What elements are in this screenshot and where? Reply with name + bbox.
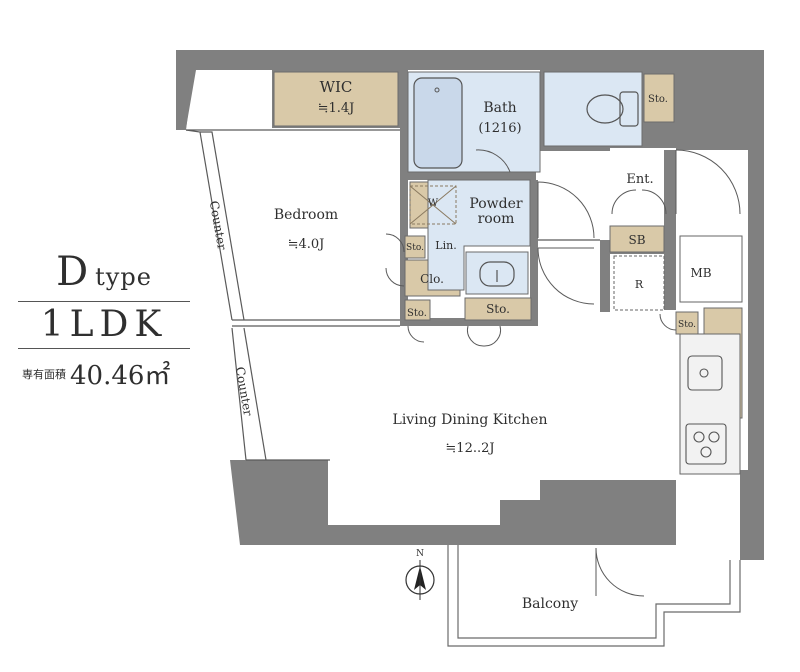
bathtub [413,77,463,169]
sto-powder-label: Sto. [486,302,510,316]
wic-size: ≒1.4J [318,101,355,116]
layout-type: 1LDK [40,304,168,345]
type-suffix: type [95,263,152,291]
sto-small-label: Sto. [406,243,424,253]
bedroom-size: ≒4.0J [288,237,325,252]
kitchen-counter [679,333,741,475]
ldk-label: Living Dining Kitchen [393,412,548,428]
mb-label: MB [690,266,711,280]
interior-lines [185,129,600,461]
bedroom-label: Bedroom [274,207,338,223]
washbasin-icon [479,261,515,287]
lin-label: Lin. [435,239,456,252]
stove-icon [685,423,727,465]
fridge-label: R [635,278,644,291]
sto-bedroom-label: Sto. [407,308,427,319]
fridge-space [613,255,665,311]
sb-label: SB [628,233,645,247]
balcony-outline [447,545,741,647]
floor-area-label: 専有面積 [22,367,66,381]
title-divider-bottom [18,348,190,349]
kitchen-sink-icon [687,355,723,391]
ldk-size: ≒12..2J [445,441,494,456]
bath-label: Bath [483,100,516,116]
floor-area: 専有面積 40.46㎡ [22,355,170,392]
sto-kitchen-label: Sto. [678,320,696,330]
type-letter: D [56,249,90,295]
powder-room-label-1: Powder [469,196,523,212]
north-label: N [416,549,424,559]
entrance-label: Ent. [626,172,653,187]
floor-area-value: 40.46㎡ [70,361,171,391]
bath-size: (1216) [478,121,521,136]
door-swings [385,149,741,597]
clo-label: Clo. [420,272,444,286]
title-divider-top [18,301,190,302]
balcony-label: Balcony [522,596,578,612]
counter-upper-label: Counter [207,200,229,251]
sto-toilet-label: Sto. [648,94,668,105]
washer-icon [409,185,457,225]
bathtub-drain-icon [434,87,440,93]
toilet-icon [586,91,639,127]
north-arrow-icon [405,560,435,600]
mb-closet [679,235,743,303]
wic-label: WIC [320,78,353,96]
washer-label: W [428,198,439,209]
powder-room-label-2: room [478,211,515,227]
